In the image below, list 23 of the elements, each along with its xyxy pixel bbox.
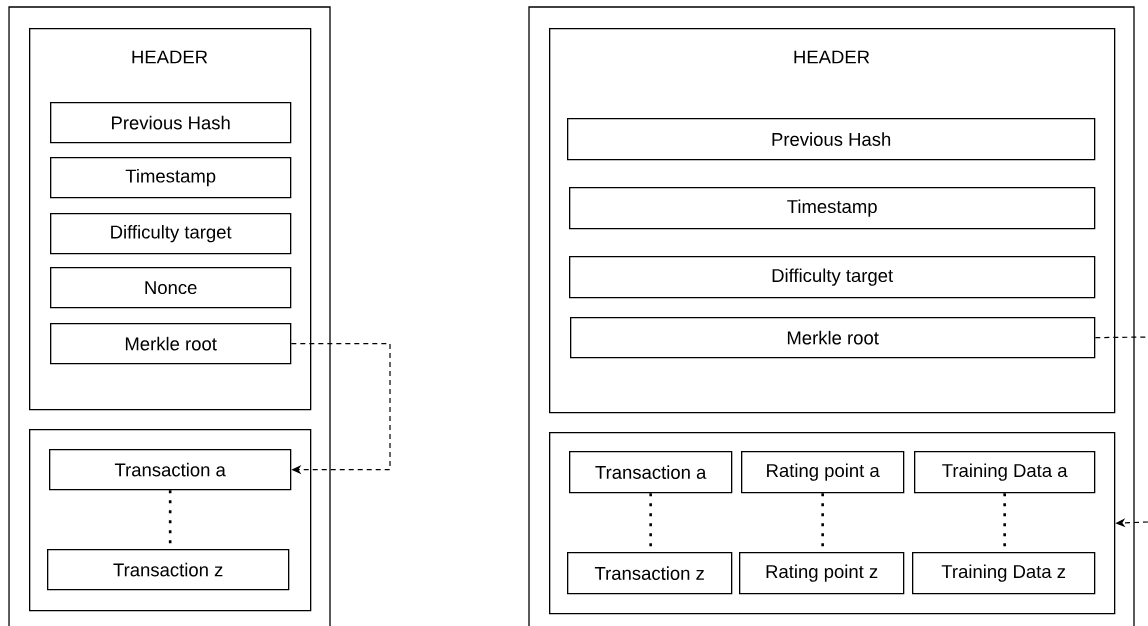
field-box: Nonce: [50, 267, 292, 309]
field-box: Merkle root: [570, 317, 1096, 359]
field-box: Merkle root: [50, 323, 292, 365]
field-box: Difficulty target: [50, 213, 292, 255]
field-box: Transaction z: [47, 549, 290, 591]
field-box: Difficulty target: [569, 256, 1096, 299]
field-box: Training Data z: [912, 552, 1096, 595]
field-box: Transaction a: [569, 451, 733, 494]
block-frame: [8, 6, 331, 626]
field-box: Timestamp: [50, 157, 292, 199]
field-box: Rating point z: [739, 552, 905, 595]
data-box: [549, 432, 1116, 615]
data-box: [29, 429, 312, 612]
field-box: Previous Hash: [567, 118, 1096, 161]
field-box: Training Data a: [914, 451, 1096, 494]
field-box: Transaction z: [567, 552, 733, 595]
field-box: Timestamp: [569, 187, 1096, 230]
field-box: Previous Hash: [50, 102, 292, 144]
connector-line: [1094, 336, 1148, 339]
field-box: Transaction a: [49, 449, 292, 491]
field-box: Rating point a: [741, 451, 905, 494]
block-frame: [528, 6, 1135, 626]
connector-arrow: [290, 343, 391, 475]
